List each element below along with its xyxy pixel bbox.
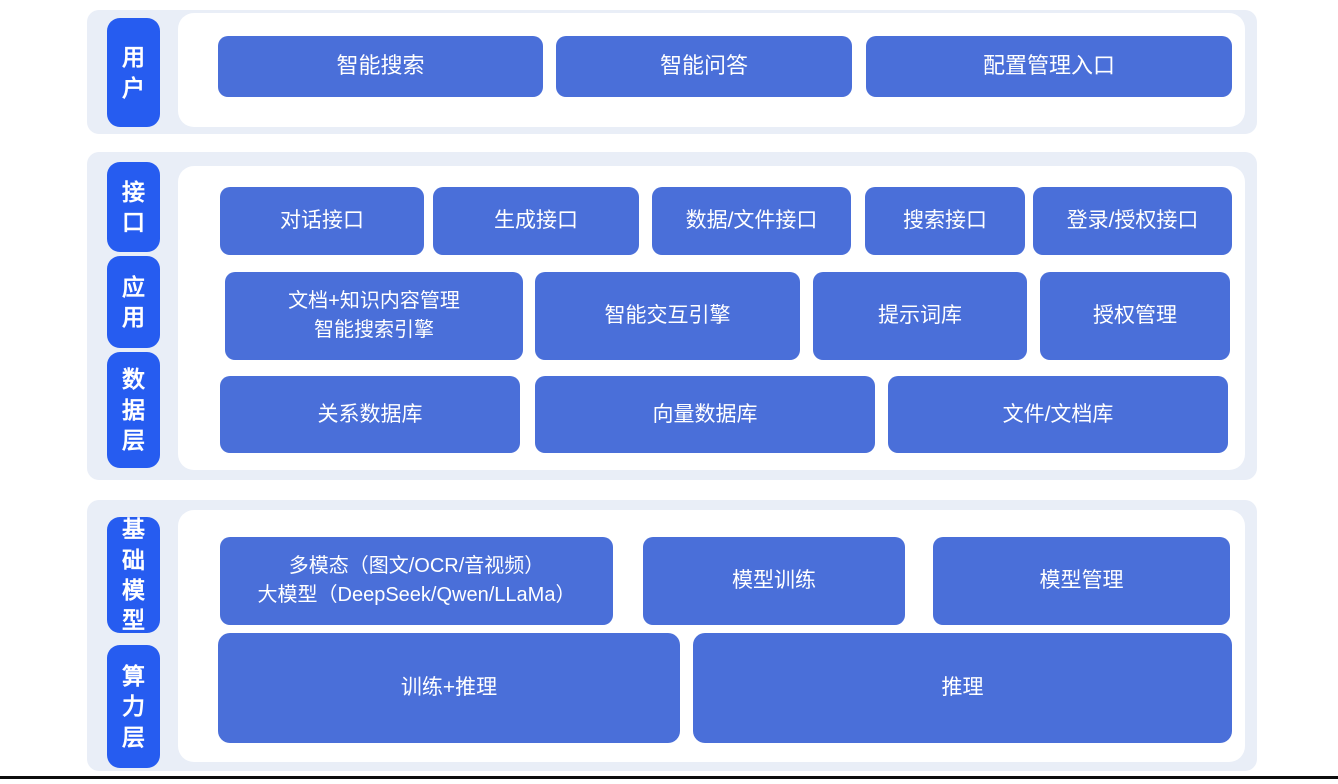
bottom-window-edge xyxy=(0,776,1338,779)
block-model-management: 模型管理 xyxy=(933,537,1230,625)
block-file-document-store: 文件/文档库 xyxy=(888,376,1228,453)
block-smart-qa: 智能问答 xyxy=(556,36,852,97)
block-data-file-api: 数据/文件接口 xyxy=(652,187,851,255)
block-prompt-library: 提示词库 xyxy=(813,272,1027,360)
block-login-auth-api: 登录/授权接口 xyxy=(1033,187,1232,255)
block-generation-api: 生成接口 xyxy=(433,187,639,255)
layer-label-compute-text: 算力层 xyxy=(122,662,145,750)
block-search-api: 搜索接口 xyxy=(865,187,1025,255)
block-inference: 推理 xyxy=(693,633,1232,743)
block-doc-knowledge-search-engine: 文档+知识内容管理 智能搜索引擎 xyxy=(225,272,523,360)
block-smart-search: 智能搜索 xyxy=(218,36,543,97)
layer-label-application: 应用 xyxy=(107,256,160,348)
block-config-management-entry: 配置管理入口 xyxy=(866,36,1232,97)
layer-label-compute: 算力层 xyxy=(107,645,160,768)
block-authorization-management: 授权管理 xyxy=(1040,272,1230,360)
layer-label-user-text: 用户 xyxy=(122,44,145,101)
block-training-plus-inference: 训练+推理 xyxy=(218,633,680,743)
layer-label-interface: 接口 xyxy=(107,162,160,252)
block-model-training: 模型训练 xyxy=(643,537,905,625)
layer-label-application-text: 应用 xyxy=(122,273,145,330)
block-smart-interaction-engine: 智能交互引擎 xyxy=(535,272,800,360)
layer-label-foundation-model-text: 基础模型 xyxy=(122,516,145,634)
block-vector-database: 向量数据库 xyxy=(535,376,875,453)
layer-label-user: 用户 xyxy=(107,18,160,127)
layer-label-foundation-model: 基础模型 xyxy=(107,516,160,634)
layer-label-interface-text: 接口 xyxy=(122,178,145,235)
layer-label-data: 数据层 xyxy=(107,352,160,468)
block-dialog-api: 对话接口 xyxy=(220,187,424,255)
layer-label-data-text: 数据层 xyxy=(122,366,145,454)
block-multimodal-large-model: 多模态（图文/OCR/音视频） 大模型（DeepSeek/Qwen/LLaMa） xyxy=(220,537,613,625)
block-relational-database: 关系数据库 xyxy=(220,376,520,453)
